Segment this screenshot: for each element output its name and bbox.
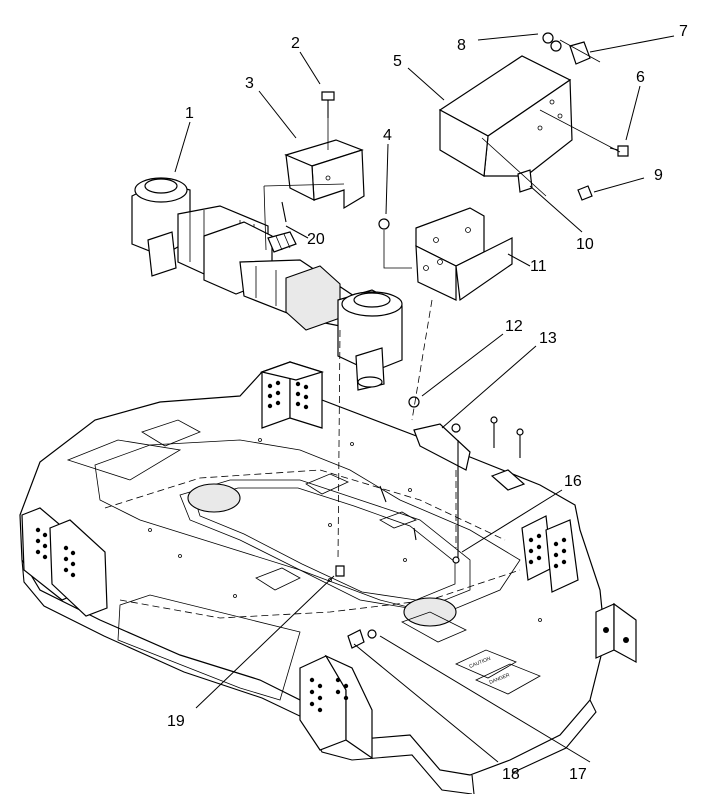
callout-13: 13 bbox=[539, 330, 557, 347]
callout-2: 2 bbox=[291, 35, 300, 52]
side-wheel-bracket bbox=[595, 602, 637, 664]
fasteners bbox=[281, 32, 629, 649]
callout-10: 10 bbox=[576, 236, 594, 253]
callout-6: 6 bbox=[636, 69, 645, 86]
callout-12: 12 bbox=[505, 318, 523, 335]
callout-11: 11 bbox=[530, 258, 547, 275]
callout-8: 8 bbox=[457, 37, 466, 54]
mount-bracket bbox=[415, 207, 513, 302]
callout-16: 16 bbox=[564, 473, 582, 490]
gearbox-drive-assembly bbox=[131, 177, 403, 391]
front-left-bracket bbox=[21, 507, 108, 617]
cover-large bbox=[438, 55, 573, 177]
callout-5: 5 bbox=[393, 53, 402, 70]
callout-1: 1 bbox=[185, 105, 194, 122]
callout-17: 17 bbox=[569, 766, 587, 783]
callout-7: 7 bbox=[679, 23, 688, 40]
callout-20: 20 bbox=[307, 231, 325, 248]
callout-3: 3 bbox=[245, 75, 254, 92]
callout-19: 19 bbox=[167, 713, 185, 730]
leader-lines bbox=[174, 33, 675, 763]
rear-bracket bbox=[259, 361, 325, 429]
callout-9: 9 bbox=[654, 167, 663, 184]
front-bracket bbox=[299, 654, 373, 760]
shield-small bbox=[284, 139, 365, 210]
callout-18: 18 bbox=[502, 766, 520, 783]
right-bracket bbox=[521, 515, 579, 593]
callout-4: 4 bbox=[383, 127, 392, 144]
mower-deck: CAUTION DANGER bbox=[19, 371, 606, 794]
callout-labels: 1 2 3 4 5 6 7 8 9 10 11 12 13 16 17 18 1… bbox=[167, 23, 688, 783]
assembly-lines bbox=[263, 39, 621, 561]
